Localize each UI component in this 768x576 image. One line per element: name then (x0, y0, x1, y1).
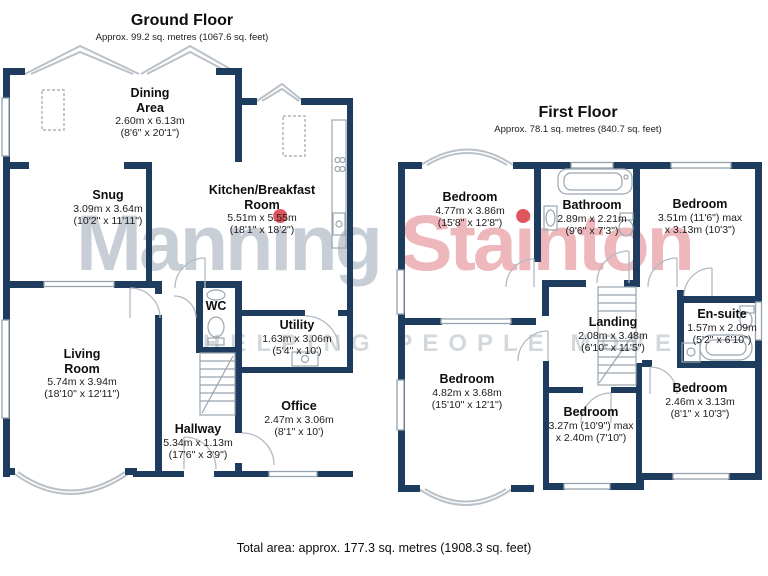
first-floor-plan (396, 148, 763, 506)
ff-door-arcs (505, 250, 713, 424)
room-label-snug: Snug 3.09m x 3.64m (10'2" x 11'11") (73, 188, 143, 227)
rooflight-icon (41, 89, 65, 131)
toilet-icon (739, 305, 755, 314)
ff-stairs (597, 286, 637, 386)
utility-sink-icon (291, 351, 319, 367)
room-label-bedroom-5: Bedroom 2.46m x 3.13m (8'1" x 10'3") (665, 381, 735, 420)
gf-door-arcs (129, 257, 340, 470)
room-label-kitchen-breakfast: Kitchen/Breakfast Room 5.51m x 5.55m (18… (208, 183, 316, 237)
ff-fixtures (543, 168, 755, 363)
hob-icon (334, 156, 341, 164)
ground-floor-title: Ground Floor Approx. 99.2 sq. metres (10… (95, 12, 269, 43)
room-label-bathroom: Bathroom 2.89m x 2.21m (9'6" x 7'3") (557, 198, 627, 237)
gf-stairs (199, 352, 236, 416)
room-label-bedroom-2: Bedroom 3.51m (11'6") max x 3.13m (10'3"… (657, 197, 743, 236)
room-label-wc: WC (205, 299, 227, 313)
hob-icon (339, 156, 346, 164)
bathtub-icon (557, 168, 633, 195)
brand-tagline: HELPING PEOPLE MOVE (202, 330, 682, 357)
sink-icon (543, 205, 558, 231)
room-label-hallway: Hallway 5.34m x 1.13m (17'6" x 3'9") (163, 422, 233, 461)
watermark-word-manning: Manning (76, 198, 383, 287)
kitchen-counter-icon (331, 119, 347, 249)
ff-windows (396, 161, 763, 490)
room-label-landing: Landing 2.08m x 3.48m (6'10" x 11'5") (578, 315, 648, 354)
room-label-bedroom-1: Bedroom 4.77m x 3.86m (15'8" x 12'8") (435, 190, 505, 229)
room-label-dining-area: Dining Area 2.60m x 6.13m (8'6" x 20'1") (115, 86, 185, 140)
gf-fixtures (41, 89, 347, 367)
ff-bow-window-icon (418, 148, 514, 506)
room-label-office: Office 2.47m x 3.06m (8'1" x 10') (264, 399, 334, 438)
rooflight-icon (282, 115, 306, 157)
room-label-utility: Utility 1.63m x 3.06m (5'4" x 10') (262, 318, 332, 357)
kitchen-sink-icon (332, 212, 346, 236)
room-label-living-room: Living Room 5.74m x 3.94m (18'10" x 12'1… (44, 347, 120, 401)
room-label-bedroom-4: Bedroom 3.27m (10'9") max x 2.40m (7'10"… (548, 405, 634, 444)
room-label-en-suite: En-suite 1.57m x 2.09m (5'2" x 6'10") (687, 307, 757, 346)
watermark-i-dot: i (513, 198, 536, 287)
gf-zigzag-roof-icon (24, 44, 304, 102)
sink-icon (206, 289, 226, 301)
watermark-word-stainton: Stainton (399, 198, 695, 287)
gf-windows (1, 97, 318, 478)
first-floor-area-subtitle: Approx. 78.1 sq. metres (840.7 sq. feet) (494, 124, 662, 135)
hob-icon (339, 165, 346, 173)
gf-bay-window-icon (11, 471, 132, 495)
watermark-i-dot: i (270, 198, 292, 287)
hob-icon (334, 165, 341, 173)
total-area-footer: Total area: approx. 177.3 sq. metres (19… (236, 541, 532, 555)
sink-icon (681, 342, 701, 363)
toilet-icon (207, 316, 225, 338)
room-label-bedroom-3: Bedroom 4.82m x 3.68m (15'10" x 12'1") (431, 372, 503, 411)
ground-floor-plan (1, 44, 353, 495)
first-floor-title: First Floor Approx. 78.1 sq. metres (840… (494, 104, 662, 135)
ground-floor-area-subtitle: Approx. 99.2 sq. metres (1067.6 sq. feet… (95, 32, 269, 43)
